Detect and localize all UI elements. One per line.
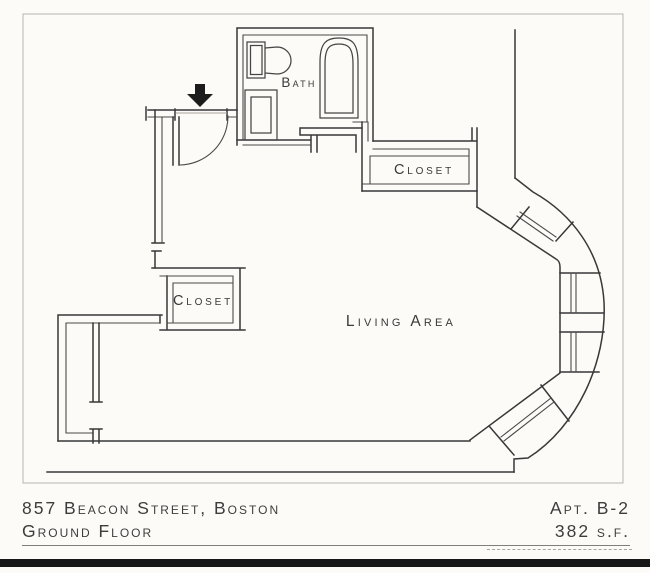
title-block-left: 857 Beacon Street, Boston Ground Floor [22, 497, 280, 542]
bottom-accent-bar [0, 559, 650, 567]
title-block-right: Apt. B-2 382 s.f. [550, 497, 630, 542]
address-line: 857 Beacon Street, Boston [22, 498, 281, 518]
apartment-area: 382 s.f. [554, 520, 630, 541]
sink [244, 89, 278, 141]
sheet-border-frame [22, 13, 624, 484]
entry-door [172, 115, 229, 166]
closet-lower-label: Closet [173, 293, 233, 309]
bath-label: Bath [281, 75, 316, 90]
bay-window-wall [468, 29, 605, 473]
left-wing-walls [57, 314, 163, 444]
toilet [246, 41, 292, 79]
bay-windows [487, 205, 605, 457]
entry-walls [145, 106, 238, 269]
closet-upper-label: Closet [394, 162, 454, 178]
footer-divider-dashed [487, 549, 632, 550]
closet-lower-walls [151, 267, 246, 331]
living-area-label: Living Area [346, 313, 456, 330]
bathtub [319, 37, 359, 119]
bath-walls [236, 27, 374, 192]
closet-upper-walls [361, 127, 478, 208]
floor-line: Ground Floor [22, 520, 154, 541]
apartment-number: Apt. B-2 [550, 498, 630, 518]
footer-divider [22, 545, 630, 546]
entrance-arrow-icon [187, 84, 213, 107]
